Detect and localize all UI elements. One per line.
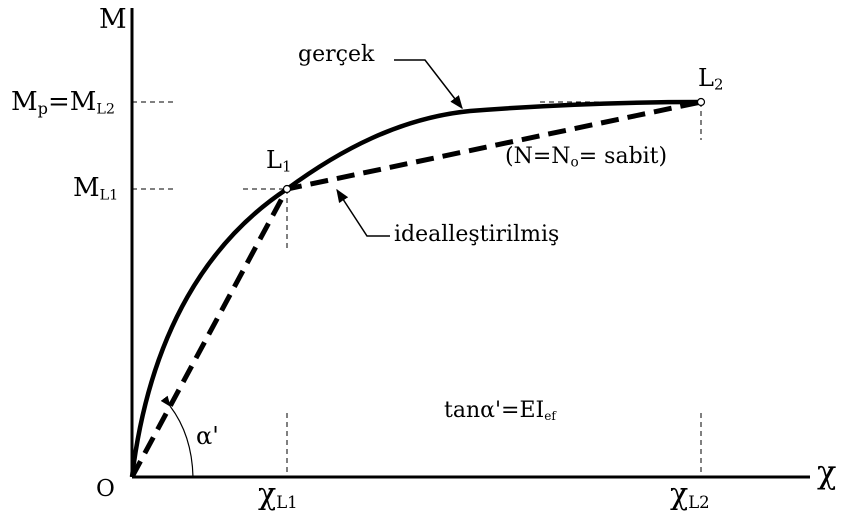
point-l1-label: L1	[266, 146, 292, 176]
point-l1	[282, 184, 292, 194]
idealized-label: idealleştirilmiş	[394, 222, 560, 247]
xl2-tick-label: χL2	[670, 477, 710, 513]
tan-relation-label: tanα'=EIef	[444, 398, 556, 424]
origin-label: O	[96, 476, 115, 502]
condition-label: (N=No= sabit)	[505, 144, 668, 171]
mp-tick-label: Mp=ML2	[11, 87, 115, 119]
angle-label: α'	[196, 422, 219, 450]
actual-curve	[129, 99, 702, 478]
gercek-label: gerçek	[298, 42, 375, 67]
point-l2-label: L2	[698, 64, 724, 94]
idealized-leader	[336, 188, 390, 237]
angle-arc	[160, 395, 194, 478]
point-l2	[696, 97, 706, 107]
xl1-tick-label: χL1	[258, 477, 298, 513]
y-axis-label: M	[99, 4, 127, 35]
ml1-tick-label: ML1	[73, 173, 119, 204]
gercek-leader	[394, 59, 463, 110]
x-axis-label: χ	[817, 453, 837, 491]
